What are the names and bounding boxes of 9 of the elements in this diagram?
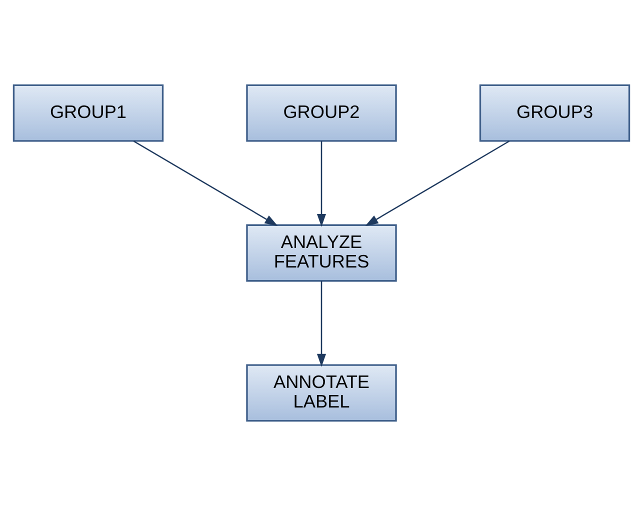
arrow bbox=[365, 140, 510, 226]
node-box: GROUP2 bbox=[246, 84, 397, 142]
node-box: ANALYZE FEATURES bbox=[246, 224, 397, 282]
node-box: ANNOTATE LABEL bbox=[246, 364, 397, 422]
node-box: GROUP3 bbox=[479, 84, 630, 142]
arrow bbox=[133, 140, 278, 226]
node-box: GROUP1 bbox=[12, 84, 164, 142]
arrow bbox=[316, 140, 326, 226]
arrow bbox=[316, 280, 326, 366]
